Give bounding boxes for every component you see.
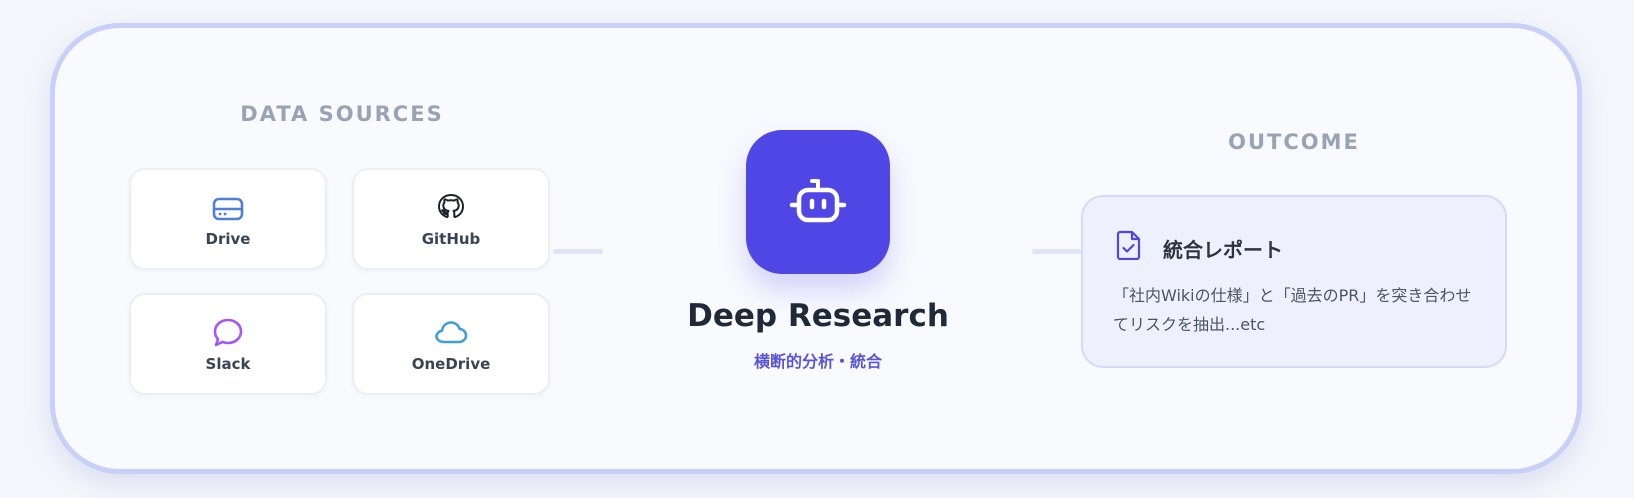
source-label-github: GitHub [421,230,481,248]
cloud-icon [433,315,469,351]
file-check-icon [1115,230,1143,261]
outcome-card-title: 統合レポート [1163,238,1283,262]
source-label-drive: Drive [205,230,251,248]
github-icon [433,190,469,226]
source-card-onedrive: OneDrive [352,293,550,395]
agent-subtitle: 横断的分析・統合 [753,352,882,371]
slack-icon [210,315,246,351]
agent-title: Deep Research [687,298,949,334]
drive-icon [210,190,246,226]
robot-icon [782,166,854,238]
data-sources-title: DATA SOURCES [240,102,444,126]
source-card-github: GitHub [352,168,550,270]
source-card-drive: Drive [129,168,327,270]
source-label-onedrive: OneDrive [411,355,491,373]
connector-agent-outcome [1032,249,1082,254]
outcome-title: OUTCOME [1228,130,1360,154]
outcome-card: 統合レポート 「社内Wikiの仕様」と「過去のPR」を突き合わせてリスクを抽出.… [1081,195,1507,368]
source-label-slack: Slack [205,355,251,373]
source-card-slack: Slack [129,293,327,395]
deep-research-agent [746,130,890,274]
outcome-card-description: 「社内Wikiの仕様」と「過去のPR」を突き合わせてリスクを抽出...etc [1113,286,1472,334]
connector-sources-agent [553,249,603,254]
